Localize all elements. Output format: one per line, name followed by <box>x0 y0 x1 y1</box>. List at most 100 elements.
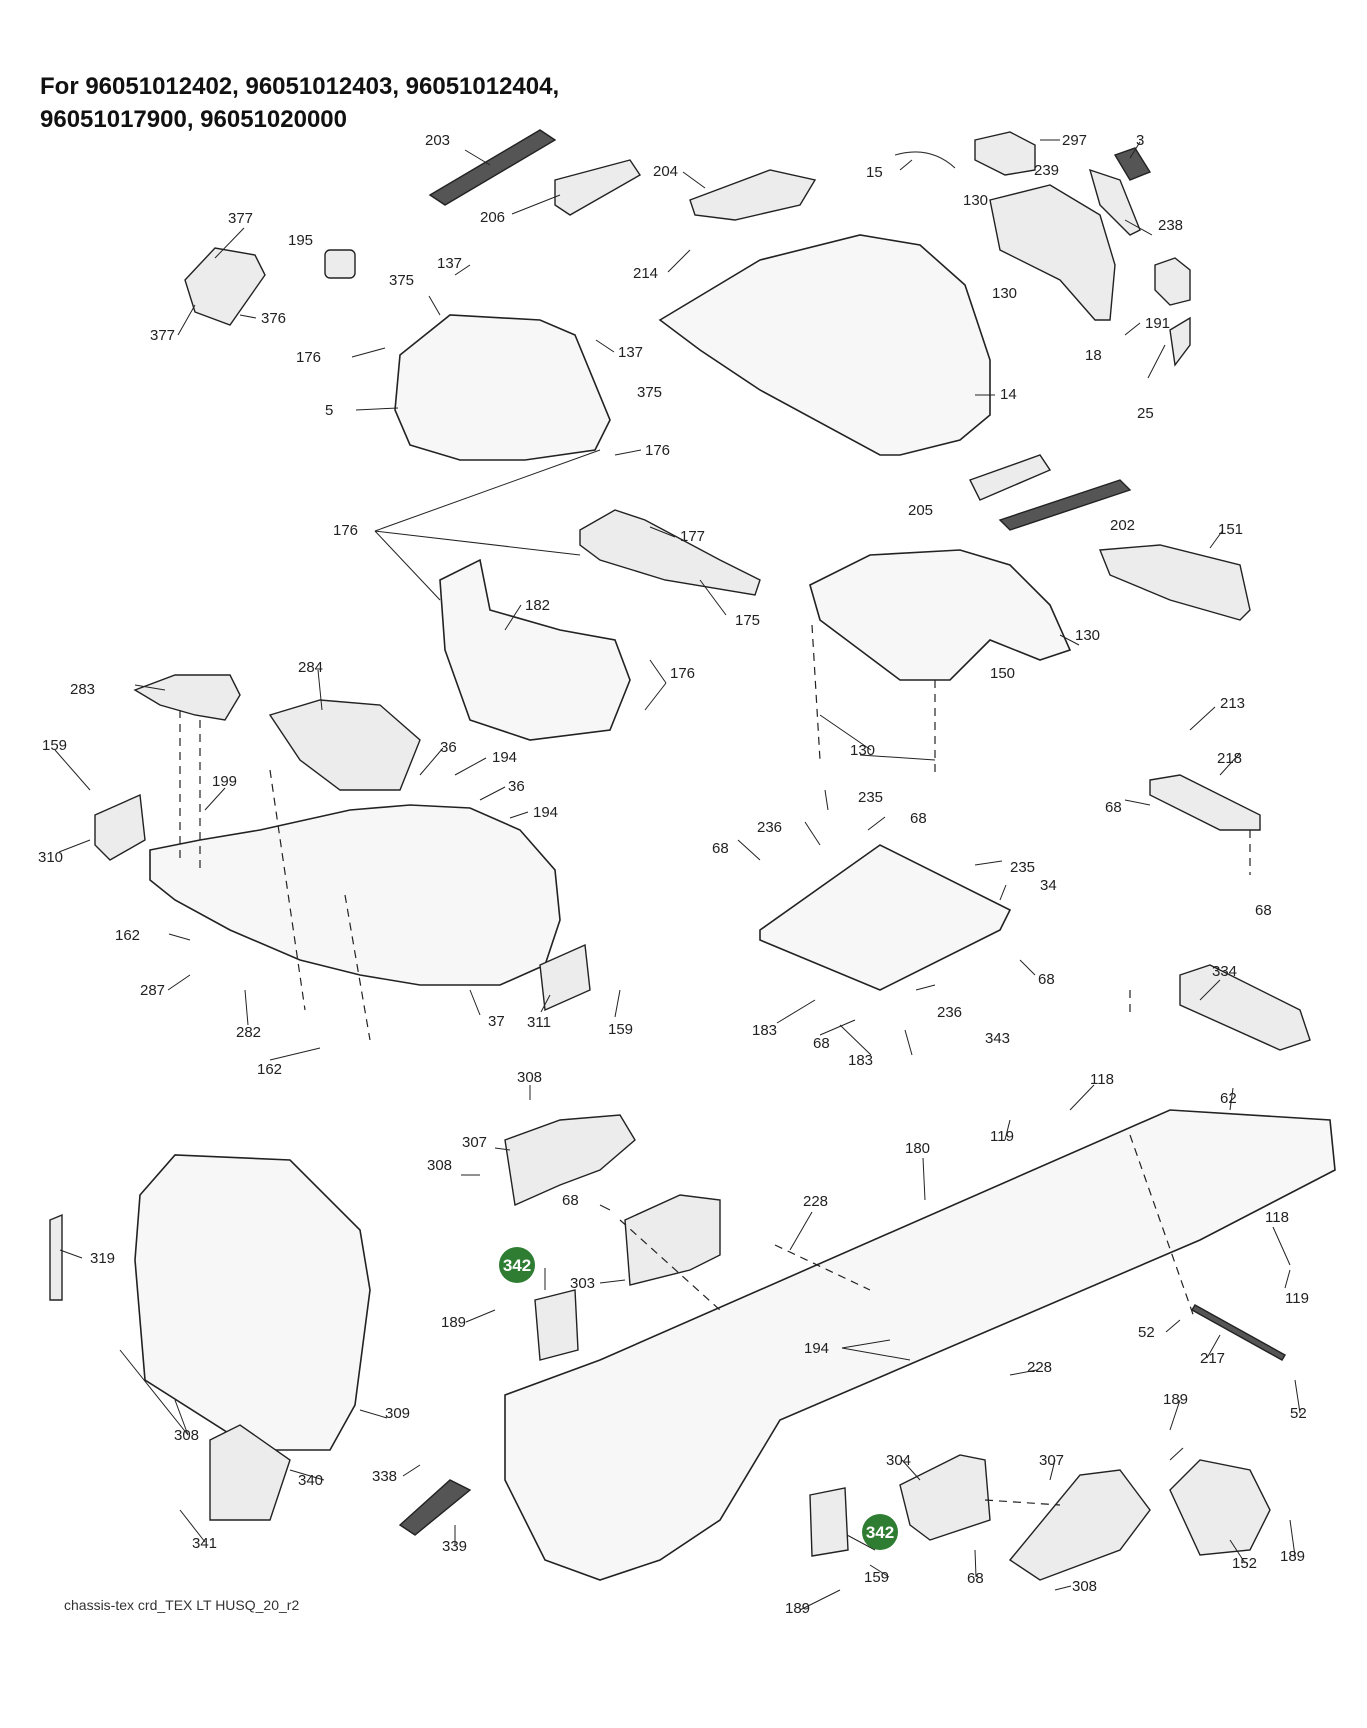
callout-228a: 228 <box>803 1193 828 1210</box>
part-14-hood <box>658 234 991 456</box>
callout-377a: 377 <box>228 210 253 227</box>
callout-118b: 118 <box>1265 1209 1289 1226</box>
callout-304: 304 <box>886 1452 911 1469</box>
part-151-bracket <box>1098 544 1251 621</box>
callout-340: 340 <box>298 1472 323 1489</box>
callout-376: 376 <box>261 310 286 327</box>
callout-34: 34 <box>1040 877 1057 894</box>
diagram-caption: chassis-tex crd_TEX LT HUSQ_20_r2 <box>64 1597 300 1613</box>
callout-176a: 176 <box>296 349 321 366</box>
callout-68a: 68 <box>1105 799 1122 816</box>
callout-311: 311 <box>527 1014 551 1031</box>
callout-213: 213 <box>1220 695 1245 712</box>
callout-375b: 375 <box>637 384 662 401</box>
callout-375a: 375 <box>389 272 414 289</box>
callout-343: 343 <box>985 1030 1010 1047</box>
part-310-bracket <box>94 793 146 861</box>
callout-235a: 235 <box>858 789 883 806</box>
callout-68h: 68 <box>967 1570 984 1587</box>
part-37-fender <box>149 804 561 986</box>
highlight-label: 342 <box>503 1256 531 1275</box>
callout-206: 206 <box>480 209 505 226</box>
highlight-callout-342-upper[interactable]: 342 <box>499 1247 535 1283</box>
part-205-strip <box>969 454 1052 501</box>
callout-177: 177 <box>680 528 705 545</box>
callout-189b: 189 <box>1163 1391 1188 1408</box>
part-311-bracket <box>539 943 591 1012</box>
callout-189d: 189 <box>785 1600 810 1617</box>
part-191-block <box>1154 257 1191 306</box>
part-175-bracket <box>579 509 761 596</box>
highlight-circle <box>499 1247 535 1283</box>
part-304-shield <box>899 1454 991 1541</box>
part-307-shield-bottom <box>1008 1469 1151 1581</box>
part-297-block <box>974 131 1036 176</box>
callout-137b: 137 <box>618 344 643 361</box>
callout-236b: 236 <box>937 1004 962 1021</box>
callout-309: 309 <box>385 1405 410 1422</box>
callout-297: 297 <box>1062 132 1087 149</box>
callout-189c: 189 <box>1280 1548 1305 1565</box>
callout-18: 18 <box>1085 347 1102 364</box>
callout-68g: 68 <box>562 1192 579 1209</box>
callout-282: 282 <box>236 1024 261 1041</box>
callout-118a: 118 <box>1090 1071 1114 1088</box>
callout-202: 202 <box>1110 517 1135 534</box>
callout-182: 182 <box>525 597 550 614</box>
callout-334: 334 <box>1212 963 1237 980</box>
callout-150: 150 <box>990 665 1015 682</box>
callout-339: 339 <box>442 1538 467 1555</box>
callout-68e: 68 <box>1038 971 1055 988</box>
part-307-shield-top <box>504 1114 636 1207</box>
part-342-plate-upper <box>534 1289 579 1361</box>
part-202-strip <box>998 479 1132 531</box>
callout-162b: 162 <box>257 1061 282 1078</box>
callout-159c: 159 <box>864 1569 889 1586</box>
callout-308c: 308 <box>174 1427 199 1444</box>
highlight-label: 342 <box>866 1523 894 1542</box>
callout-217: 217 <box>1200 1350 1225 1367</box>
part-artwork <box>49 129 1336 1581</box>
callout-319: 319 <box>90 1250 115 1267</box>
callout-194c: 194 <box>804 1340 829 1357</box>
callout-5: 5 <box>325 402 333 419</box>
callout-238: 238 <box>1158 217 1183 234</box>
callout-195: 195 <box>288 232 313 249</box>
part-25-clip <box>1169 316 1191 367</box>
callout-218: 218 <box>1217 750 1242 767</box>
part-238-panel <box>1088 168 1141 236</box>
callout-68d: 68 <box>1255 902 1272 919</box>
callout-189a: 189 <box>441 1314 466 1331</box>
callout-205: 205 <box>908 502 933 519</box>
part-217-rod <box>1191 1304 1286 1361</box>
callout-119b: 119 <box>1285 1290 1309 1307</box>
part-206-cover <box>554 159 641 216</box>
callout-308d: 308 <box>1072 1578 1097 1595</box>
callout-239: 239 <box>1034 162 1059 179</box>
callout-191: 191 <box>1145 315 1170 332</box>
part-284-panel <box>268 699 421 791</box>
part-15-strip <box>894 151 956 169</box>
callout-176b: 176 <box>645 442 670 459</box>
callout-15: 15 <box>866 164 883 181</box>
callout-130d: 130 <box>850 742 875 759</box>
callout-194b: 194 <box>533 804 558 821</box>
part-342-plate-lower <box>809 1487 849 1557</box>
part-3-badge <box>1113 147 1152 181</box>
part-203-bar <box>428 129 557 206</box>
part-152-cover <box>1169 1459 1271 1556</box>
callout-52a: 52 <box>1138 1324 1155 1341</box>
title-line-1: For 96051012402, 96051012403, 9605101240… <box>40 73 560 100</box>
callout-176d: 176 <box>670 665 695 682</box>
callout-194a: 194 <box>492 749 517 766</box>
highlight-callout-342-lower[interactable]: 342 <box>862 1514 898 1550</box>
part-34-plate <box>759 844 1012 991</box>
callout-68b: 68 <box>910 810 927 827</box>
title-line-2: 96051017900, 96051020000 <box>40 106 347 133</box>
part-377-bracket <box>184 247 266 326</box>
assembly-guides <box>179 624 1251 1506</box>
callout-214: 214 <box>633 265 658 282</box>
callout-3: 3 <box>1136 132 1144 149</box>
callout-152: 152 <box>1232 1555 1257 1572</box>
